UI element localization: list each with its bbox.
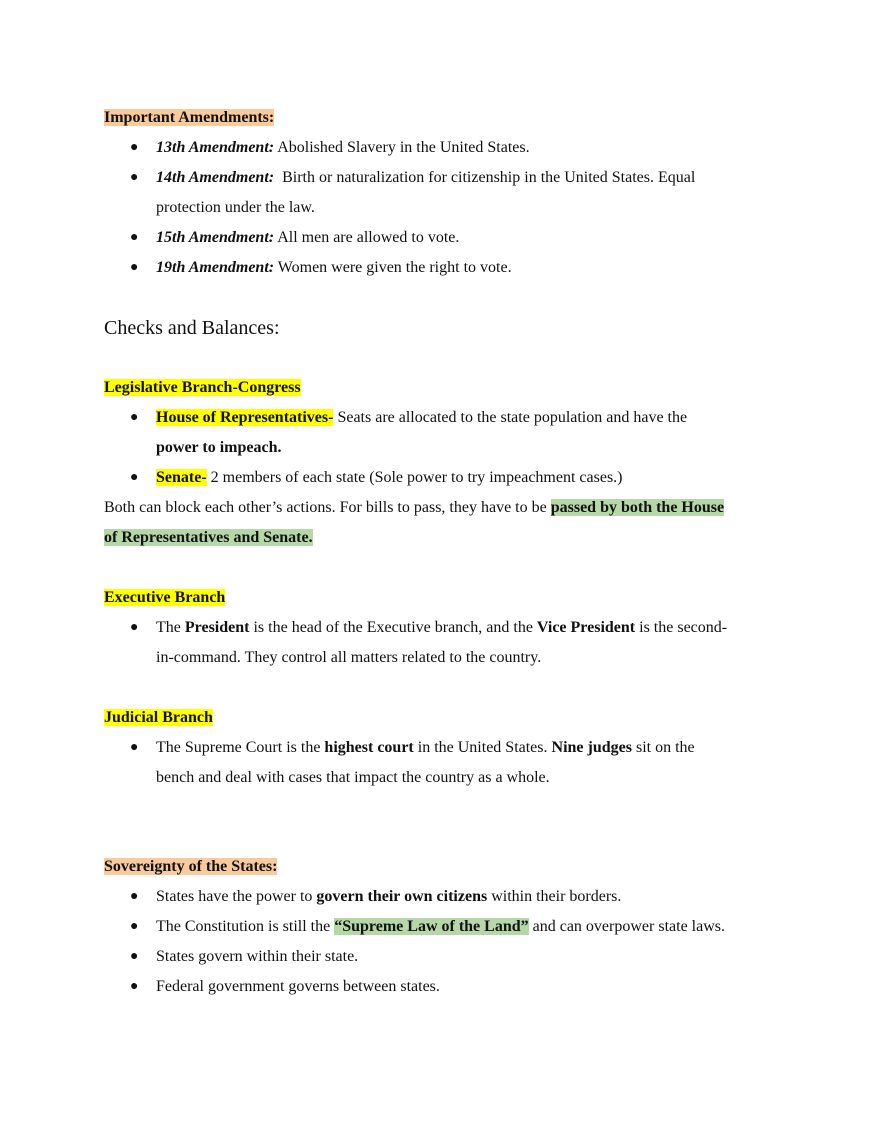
judicial-bold: Nine judges <box>551 739 632 756</box>
sovereignty-heading: Sovereignty of the States: <box>104 858 278 875</box>
sovereignty-text: States have the power to <box>156 888 317 905</box>
senate-text: 2 members of each state (Sole power to t… <box>206 469 623 486</box>
executive-text: is the head of the Executive branch, and… <box>249 619 537 636</box>
judicial-text: in the United States. <box>413 739 552 756</box>
judicial-heading: Judicial Branch <box>104 709 213 726</box>
judicial-heading-line: Judicial Branch <box>104 703 784 733</box>
checks-heading: Checks and Balances: <box>104 317 280 339</box>
amendment-label: 14th Amendment: <box>156 169 275 186</box>
bullet-icon: ● <box>130 140 139 155</box>
sovereignty-text: The Constitution is still the <box>156 918 335 935</box>
bullet-icon: ● <box>130 410 139 425</box>
list-item: ● 19th Amendment: Women were given the r… <box>104 253 784 283</box>
amendment-text: Women were given the right to vote. <box>274 259 512 276</box>
amendment-label: 13th Amendment: <box>156 139 275 156</box>
both-paragraph-line2: of Representatives and Senate. <box>104 523 784 553</box>
list-item: ● States have the power to govern their … <box>104 882 784 912</box>
amendments-heading-line: Important Amendments: <box>104 103 784 133</box>
both-text: Both can block each other’s actions. For… <box>104 499 551 516</box>
list-item: ● House of Representatives- Seats are al… <box>104 403 784 433</box>
list-item: ● 15th Amendment: All men are allowed to… <box>104 223 784 253</box>
house-text: Seats are allocated to the state populat… <box>333 409 688 426</box>
sovereignty-bold: govern their own citizens <box>316 888 488 905</box>
bullet-icon: ● <box>130 740 139 755</box>
executive-heading: Executive Branch <box>104 589 226 606</box>
both-highlight-2: of Representatives and Senate. <box>104 529 313 546</box>
list-item: ● Federal government governs between sta… <box>104 972 784 1002</box>
executive-bold: Vice President <box>536 619 636 636</box>
judicial-text: The Supreme Court is the <box>156 739 325 756</box>
bullet-icon: ● <box>130 260 139 275</box>
list-item: ● 13th Amendment: Abolished Slavery in t… <box>104 133 784 163</box>
bullet-icon: ● <box>130 979 139 994</box>
legislative-heading: Legislative Branch-Congress <box>104 379 301 396</box>
executive-heading-line: Executive Branch <box>104 583 784 613</box>
amendment-label: 15th Amendment: <box>156 229 275 246</box>
amendment-text: Birth or naturalization for citizenship … <box>274 169 696 186</box>
list-item: ● The Supreme Court is the highest court… <box>104 733 784 763</box>
bullet-icon: ● <box>130 949 139 964</box>
amendments-heading: Important Amendments: <box>104 109 275 126</box>
sovereignty-heading-line: Sovereignty of the States: <box>104 852 784 882</box>
judicial-bold: highest court <box>324 739 414 756</box>
amendment-text-continued: protection under the law. <box>156 199 315 216</box>
both-paragraph-line1: Both can block each other’s actions. For… <box>104 493 784 523</box>
house-text-continued: power to impeach. <box>104 433 784 463</box>
senate-label: Senate- <box>156 469 207 486</box>
house-label: House of Representatives- <box>156 409 334 426</box>
bullet-icon: ● <box>130 919 139 934</box>
executive-text-continued: in-command. They control all matters rel… <box>156 649 542 666</box>
list-item: ● States govern within their state. <box>104 942 784 972</box>
executive-text: The <box>156 619 185 636</box>
document-page: Important Amendments: ● 13th Amendment: … <box>104 103 784 1002</box>
sovereignty-highlight: “Supreme Law of the Land” <box>334 918 529 935</box>
both-highlight-1: passed by both the House <box>550 499 725 516</box>
amendment-label: 19th Amendment: <box>156 259 275 276</box>
bullet-icon: ● <box>130 620 139 635</box>
sovereignty-text: States govern within their state. <box>156 948 359 965</box>
bullet-icon: ● <box>130 170 139 185</box>
list-item: ● The President is the head of the Execu… <box>104 613 784 643</box>
executive-text: is the second- <box>635 619 728 636</box>
judicial-text: sit on the <box>631 739 695 756</box>
house-bold: power to impeach. <box>156 439 282 456</box>
sovereignty-text: and can overpower state laws. <box>528 918 725 935</box>
legislative-heading-line: Legislative Branch-Congress <box>104 373 784 403</box>
bullet-icon: ● <box>130 470 139 485</box>
executive-bold: President <box>184 619 250 636</box>
bullet-icon: ● <box>130 230 139 245</box>
sovereignty-text: within their borders. <box>487 888 622 905</box>
bullet-icon: ● <box>130 889 139 904</box>
list-item: ● The Constitution is still the “Supreme… <box>104 912 784 942</box>
amendment-text: Abolished Slavery in the United States. <box>274 139 530 156</box>
judicial-text-continued: bench and deal with cases that impact th… <box>156 769 550 786</box>
amendment-text: All men are allowed to vote. <box>274 229 460 246</box>
list-item: ● 14th Amendment: Birth or naturalizatio… <box>104 163 784 193</box>
list-item: ● Senate- 2 members of each state (Sole … <box>104 463 784 493</box>
sovereignty-text: Federal government governs between state… <box>156 978 440 995</box>
